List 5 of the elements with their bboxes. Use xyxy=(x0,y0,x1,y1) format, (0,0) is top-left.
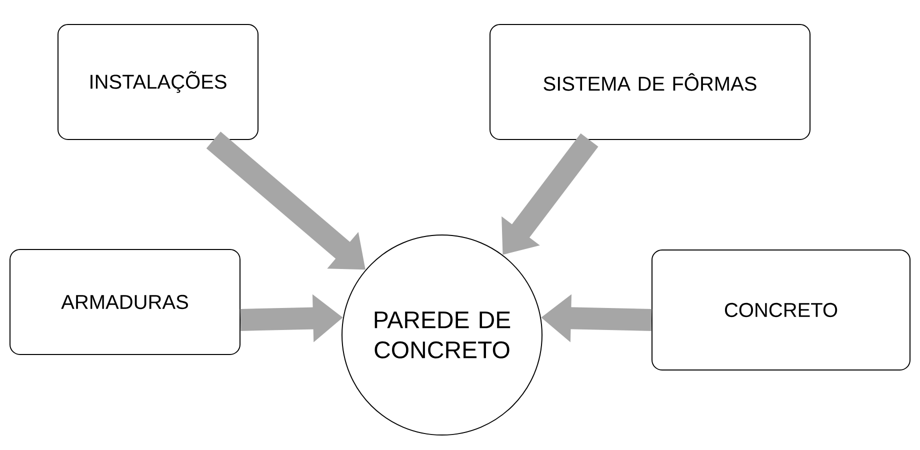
process-box: SISTEMA DE FÔRMAS xyxy=(490,24,810,140)
circle-node: PAREDE DE CONCRETO xyxy=(342,234,542,436)
process-box: CONCRETO xyxy=(652,250,911,370)
process-box: ARMADURAS xyxy=(10,249,240,355)
process-box: INSTALAÇÕES xyxy=(58,24,258,140)
